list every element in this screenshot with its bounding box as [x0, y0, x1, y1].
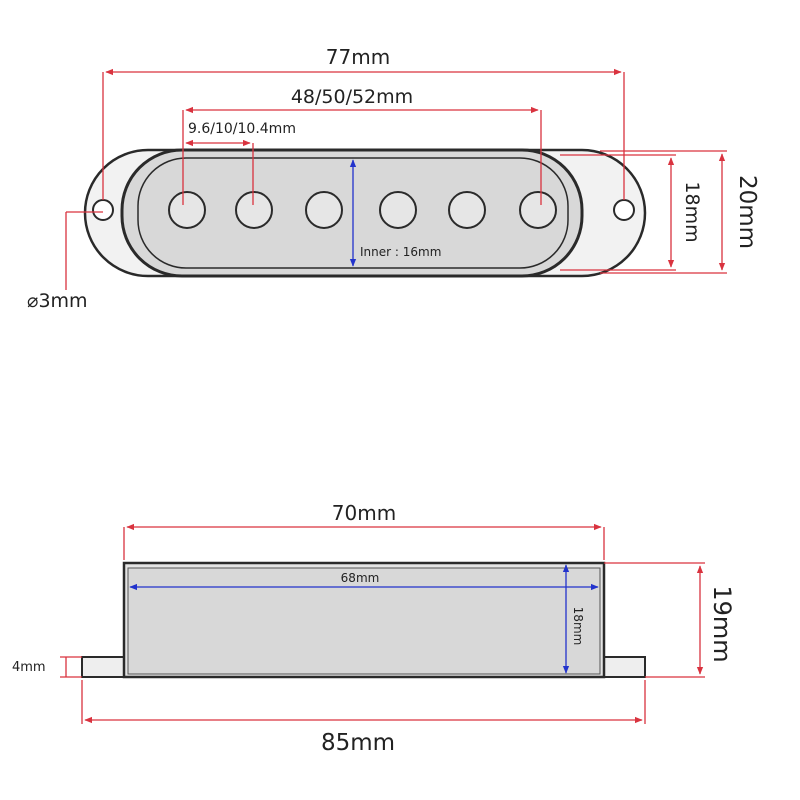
- dim-inner-height: 18mm: [562, 564, 585, 674]
- pole-hole: [519, 191, 557, 229]
- pole-hole: [448, 191, 486, 229]
- pole-hole: [168, 191, 206, 229]
- pole-hole: [379, 191, 417, 229]
- pole-holes: [168, 191, 557, 229]
- pole-hole: [235, 191, 273, 229]
- dim-cover-width: 18mm: [560, 154, 703, 271]
- inner-length-label: 68mm: [341, 571, 380, 585]
- dim-mount-hole: ⌀3mm: [27, 211, 103, 312]
- dim-base-length: 85mm: [81, 680, 646, 756]
- top-cover-inner: [137, 157, 569, 269]
- base-length-label: 85mm: [321, 730, 395, 756]
- pole-span-label: 48/50/52mm: [291, 86, 413, 108]
- dim-inner-length: 68mm: [129, 571, 599, 591]
- side-view: 70mm 68mm 18mm 19mm 4mm: [12, 501, 736, 756]
- cover-length-label: 70mm: [332, 501, 396, 525]
- dim-pole-span: 48/50/52mm: [182, 86, 542, 205]
- dim-overall-length: 77mm: [102, 45, 625, 200]
- mount-hole-right: [613, 199, 635, 221]
- inner-width-label: Inner : 16mm: [360, 245, 441, 259]
- dim-cover-length: 70mm: [123, 501, 605, 560]
- dim-overall-width: 20mm: [600, 150, 760, 274]
- total-height-label: 19mm: [708, 585, 736, 662]
- overall-width-label: 20mm: [734, 175, 760, 249]
- mount-hole-label: ⌀3mm: [27, 290, 88, 312]
- base-thickness-label: 4mm: [12, 660, 46, 675]
- cover-width-label: 18mm: [681, 181, 703, 242]
- top-view: 77mm 48/50/52mm 9.6/10/10.4mm Inner : 16…: [27, 45, 760, 312]
- inner-height-label: 18mm: [571, 607, 585, 646]
- overall-length-label: 77mm: [326, 45, 390, 69]
- pole-spacing-label: 9.6/10/10.4mm: [188, 121, 296, 137]
- dim-total-height: 19mm: [604, 562, 736, 678]
- dim-pole-spacing: 9.6/10/10.4mm: [185, 121, 296, 205]
- dim-base-thickness: 4mm: [12, 656, 82, 678]
- mount-hole-left: [92, 199, 114, 221]
- pole-hole: [305, 191, 343, 229]
- dim-inner-width: Inner : 16mm: [349, 159, 441, 267]
